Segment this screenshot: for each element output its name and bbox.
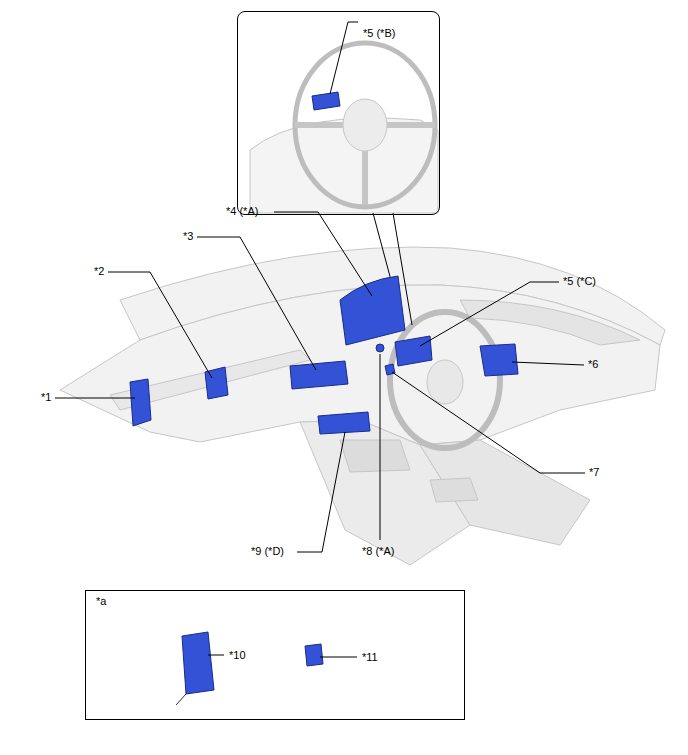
callout-number: *3 — [183, 231, 193, 242]
callout-number: *5 (*B) — [363, 28, 395, 39]
callout-number: *6 — [588, 359, 598, 370]
callout-number: *a — [96, 596, 106, 607]
callout-number: *7 — [589, 467, 599, 478]
callout-number: *10 — [229, 650, 246, 661]
callout-number: *4 (*A) — [226, 206, 258, 217]
callout-number: *1 — [41, 392, 51, 403]
note-frame: *a *10 *11 — [85, 590, 465, 720]
callout-number: *8 (*A) — [362, 546, 394, 557]
inset-frame: *5 (*B) — [237, 11, 440, 215]
callout-number: *5 (*C) — [563, 276, 596, 287]
callout-number: *2 — [94, 266, 104, 277]
callout-number: *9 (*D) — [251, 546, 284, 557]
callout-number: *11 — [362, 652, 378, 663]
